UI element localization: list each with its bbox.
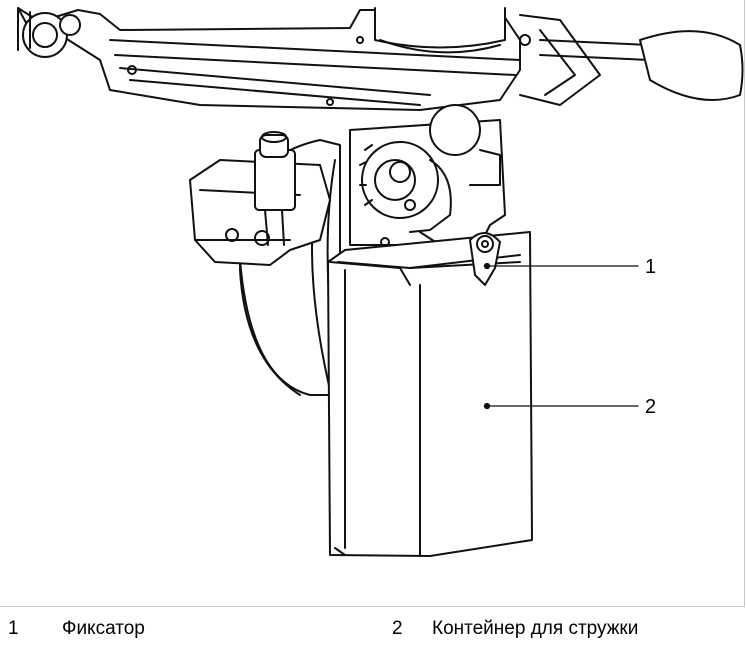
technical-drawing [17, 7, 744, 557]
callout-1: 1 [645, 256, 657, 278]
legend-item-1-text: Фиксатор [62, 618, 145, 639]
gearbox [349, 104, 506, 247]
leader-lines [483, 262, 639, 410]
upper-carriage [17, 7, 521, 111]
figure-frame [0, 0, 745, 607]
chip-container [327, 231, 533, 557]
callout-2: 2 [645, 396, 657, 418]
legend-item-1-number: 1 [8, 618, 19, 639]
left-bracket [189, 131, 331, 266]
legend: 1 Фиксатор 2 Контейнер для стружки [0, 617, 746, 643]
legend-item-2-number: 2 [392, 618, 403, 639]
legend-item-2-text: Контейнер для стружки [432, 618, 639, 639]
fixator [469, 232, 501, 286]
handle [519, 14, 744, 106]
